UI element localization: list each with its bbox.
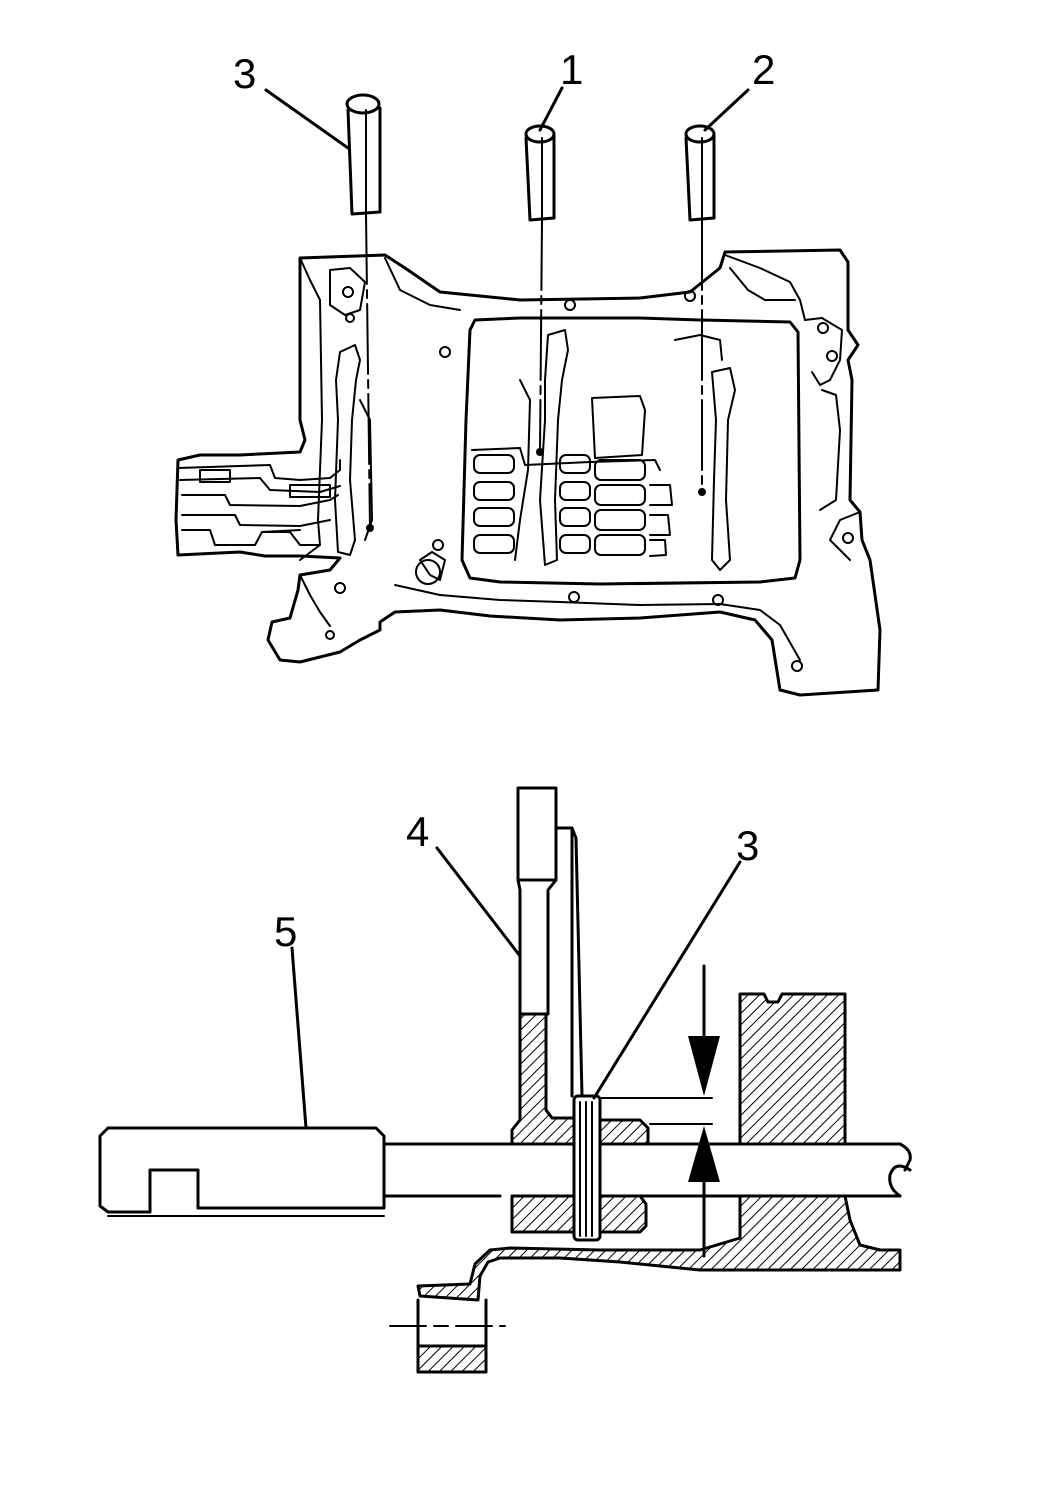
leader-bottom-pin [592, 860, 742, 1100]
pin-punch-tool [516, 786, 584, 1098]
leader-top-right [703, 88, 750, 132]
leader-bottom-rail [290, 946, 308, 1130]
roll-pin-left [345, 93, 382, 532]
callout-top-center: 1 [560, 46, 583, 93]
roll-pin-right [684, 124, 716, 496]
leader-bottom-tool [435, 846, 522, 958]
top-figure: 3 1 2 [174, 46, 882, 697]
leader-top-left [264, 88, 350, 150]
gear-stack [471, 395, 673, 557]
housing-wall [389, 992, 902, 1374]
shift-fork [510, 1012, 650, 1234]
bottom-figure: 4 3 5 [98, 786, 912, 1374]
roll-pin-center [524, 124, 556, 456]
roll-pin-installed [572, 1094, 602, 1242]
callout-bottom-tool: 4 [406, 808, 429, 855]
callout-top-left: 3 [233, 50, 256, 97]
dimension-indicator [599, 964, 720, 1258]
callout-top-right: 2 [752, 46, 775, 93]
leader-top-center [538, 86, 564, 132]
transmission-case [174, 248, 882, 697]
callout-bottom-rail: 5 [274, 908, 297, 955]
callout-bottom-pin: 3 [736, 822, 759, 869]
shift-rail [98, 1126, 912, 1217]
